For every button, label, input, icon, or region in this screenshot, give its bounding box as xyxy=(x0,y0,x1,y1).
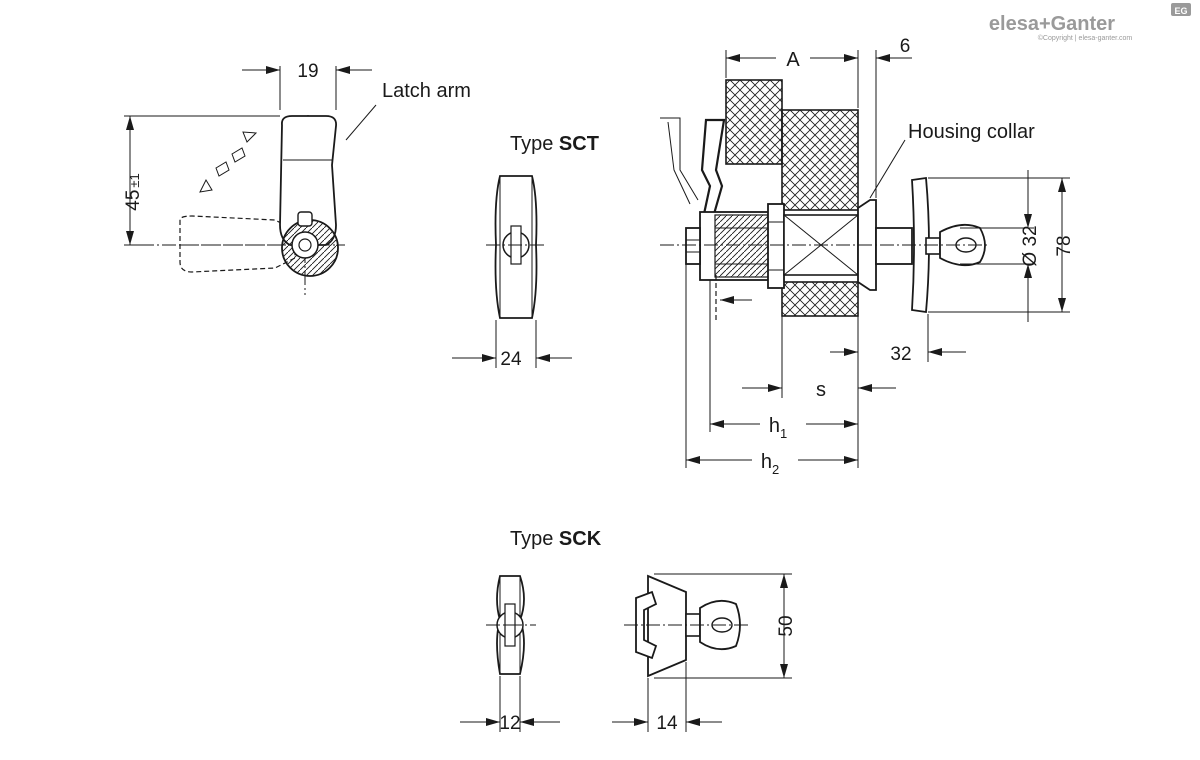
side-section-view: A 6 Housing collar Ø 32 78 32 xyxy=(660,36,1075,477)
dim-sct-width: 24 xyxy=(500,349,522,370)
label-type-sct: Type SCT xyxy=(510,133,599,155)
brand-copyright: ©Copyright | elesa-ganter.com xyxy=(1038,34,1133,42)
label-latch-arm: Latch arm xyxy=(382,80,471,102)
latch-arm-view: 19 45±1 Latch arm xyxy=(123,61,471,295)
brand-logo: elesa+Ganter EG ©Copyright | elesa-gante… xyxy=(989,3,1191,42)
dim-h1: h1 xyxy=(769,415,787,441)
dim-sck-height: 50 xyxy=(776,615,797,636)
brand-badge: EG xyxy=(1174,6,1187,16)
label-housing-collar: Housing collar xyxy=(908,121,1035,143)
label-type-sck: Type SCK xyxy=(510,528,602,550)
brand-name: elesa+Ganter xyxy=(989,13,1115,35)
dim-h2: h2 xyxy=(761,451,779,477)
dim-head-height: 78 xyxy=(1054,235,1075,256)
dim-sck-depth: 14 xyxy=(656,713,678,734)
dim-arm-height: 45±1 xyxy=(123,173,144,211)
dim-s: s xyxy=(816,379,826,401)
dim-A: A xyxy=(786,49,800,71)
dim-arm-width: 19 xyxy=(297,61,318,82)
dim-diameter: Ø 32 xyxy=(1020,225,1041,266)
type-sct-view: Type SCT 24 xyxy=(452,133,599,370)
type-sck-view: Type SCK 12 14 xyxy=(460,528,797,734)
dim-collar-thickness: 6 xyxy=(900,36,911,57)
dim-head-depth: 32 xyxy=(890,344,911,365)
brand-badge-icon xyxy=(1171,3,1191,16)
dim-sck-width: 12 xyxy=(499,713,520,734)
